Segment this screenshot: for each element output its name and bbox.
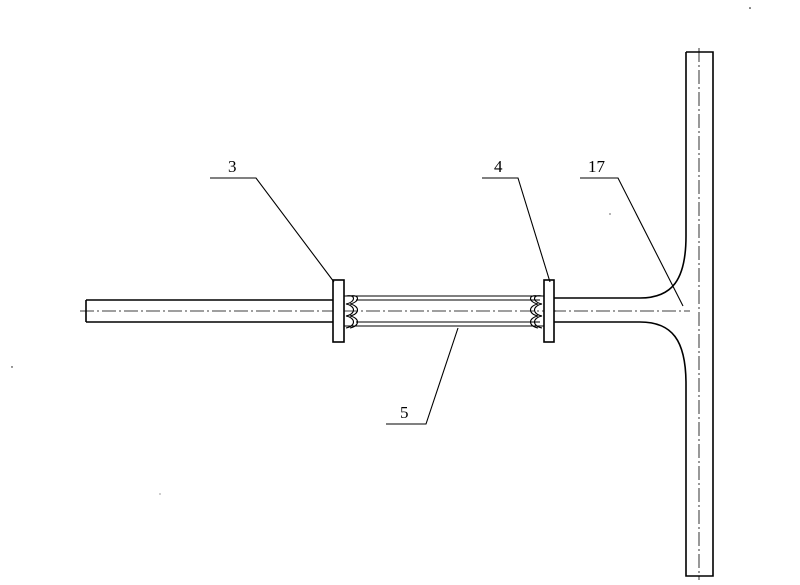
scan-specks	[11, 7, 751, 495]
callout-4: 4	[494, 157, 503, 176]
callout-17: 17	[588, 157, 606, 176]
spring-tube	[344, 295, 556, 327]
callout-3: 3	[228, 157, 237, 176]
left-rod	[80, 299, 340, 323]
vertical-plate	[552, 48, 714, 580]
leader-lines	[210, 177, 684, 425]
flange-left	[332, 279, 359, 343]
callout-5: 5	[400, 403, 409, 422]
